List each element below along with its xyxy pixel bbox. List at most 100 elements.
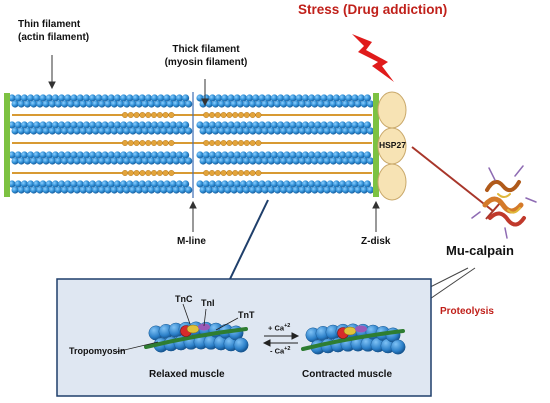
inset-label-lines	[115, 303, 239, 353]
actin-bead	[348, 186, 356, 194]
actin-bead	[113, 121, 121, 129]
actin-bead	[51, 180, 60, 188]
actin-bead	[236, 157, 244, 165]
actin-bead	[45, 180, 53, 188]
myosin-head	[168, 111, 175, 118]
minus-ca-label: - Ca+2	[270, 346, 291, 356]
actin-bead	[202, 180, 210, 188]
actin-bead	[261, 186, 269, 194]
mu-calpain-structure	[471, 165, 537, 239]
actin-bead	[70, 121, 78, 129]
actin-bead	[58, 180, 66, 188]
actin-bead	[17, 100, 25, 108]
actin-bead	[273, 127, 282, 135]
actin-bead	[233, 180, 241, 188]
actin-bead	[261, 157, 269, 165]
actin-bead	[267, 100, 275, 108]
actin-bead	[345, 121, 353, 129]
actin-bead	[85, 100, 94, 108]
hsp27-oval-bottom	[377, 163, 407, 201]
actin-bead	[129, 157, 137, 165]
actin-bead	[351, 94, 359, 102]
actin-bead	[110, 127, 118, 135]
actin-bead	[79, 157, 87, 165]
actin-bead	[20, 180, 28, 188]
actin-bead	[95, 151, 103, 159]
actin-bead	[89, 180, 97, 188]
actin-bead	[58, 151, 66, 159]
label-arrows	[48, 55, 380, 232]
actin-bead	[175, 180, 183, 188]
myosin-head	[150, 139, 157, 146]
actin-bead	[345, 94, 353, 102]
myosin-head	[214, 139, 221, 146]
actin-bead	[339, 94, 347, 102]
actin-bead	[246, 94, 254, 102]
actin-bead	[357, 94, 365, 102]
actin-bead	[298, 100, 306, 108]
ca-equilibrium-arrows	[262, 332, 300, 347]
actin-bead	[332, 121, 340, 129]
actin-bead	[36, 157, 44, 165]
myosin-head	[121, 169, 128, 176]
actin-bead	[101, 151, 109, 159]
actin-bead	[360, 100, 368, 108]
actin-bead	[135, 100, 143, 108]
actin-bead	[185, 127, 193, 135]
actin-bead	[36, 186, 44, 194]
actin-bead	[283, 94, 291, 102]
actin-bead	[95, 94, 103, 102]
actin-bead	[348, 100, 356, 108]
actin-bead	[110, 100, 118, 108]
actin-bead	[314, 180, 322, 188]
myosin-head	[133, 111, 140, 118]
actin-bead	[258, 94, 266, 102]
actin-bead	[14, 151, 22, 159]
actin-bead	[320, 180, 328, 188]
actin-bead	[73, 127, 81, 135]
actin-bead	[230, 127, 238, 135]
actin-bead	[314, 121, 322, 129]
actin-bead	[196, 121, 204, 129]
actin-bead	[224, 127, 232, 135]
actin-bead	[233, 121, 241, 129]
actin-bead	[42, 186, 50, 194]
actin-bead	[348, 127, 356, 135]
actin-bead	[332, 151, 340, 159]
actin-bead	[320, 151, 328, 159]
actin-bead	[264, 121, 272, 129]
actin-filament-row	[8, 151, 375, 165]
hsp27-label: HSP27	[379, 140, 406, 150]
actin-bead	[98, 127, 106, 135]
actin-bead	[144, 180, 152, 188]
actin-bead	[218, 186, 226, 194]
actin-bead	[326, 180, 334, 188]
myosin-head	[232, 169, 239, 176]
myosin-filament-row	[12, 111, 372, 118]
zoom-connector	[229, 199, 269, 280]
actin-bead	[270, 94, 278, 102]
myosin-head	[226, 111, 233, 118]
actin-bead	[116, 100, 125, 108]
actin-bead	[58, 121, 66, 129]
actin-bead	[169, 151, 177, 159]
actin-bead	[163, 151, 171, 159]
actin-bead	[45, 94, 53, 102]
tropomyosin-strand	[301, 329, 405, 351]
actin-bead	[283, 180, 291, 188]
actin-bead	[227, 151, 235, 159]
actin-bead	[123, 127, 131, 135]
myosin-head	[127, 139, 134, 146]
actin-bead	[70, 94, 78, 102]
actin-bead	[54, 100, 63, 108]
actin-bead	[107, 94, 115, 102]
actin-bead	[277, 121, 285, 129]
actin-bead	[20, 151, 28, 159]
actin-bead	[33, 151, 41, 159]
actin-bead	[342, 100, 350, 108]
actin-bead	[233, 151, 241, 159]
actin-bead	[141, 186, 149, 194]
actin-bead	[295, 151, 303, 159]
actin-bead	[280, 157, 288, 165]
actin-bead	[261, 127, 269, 135]
